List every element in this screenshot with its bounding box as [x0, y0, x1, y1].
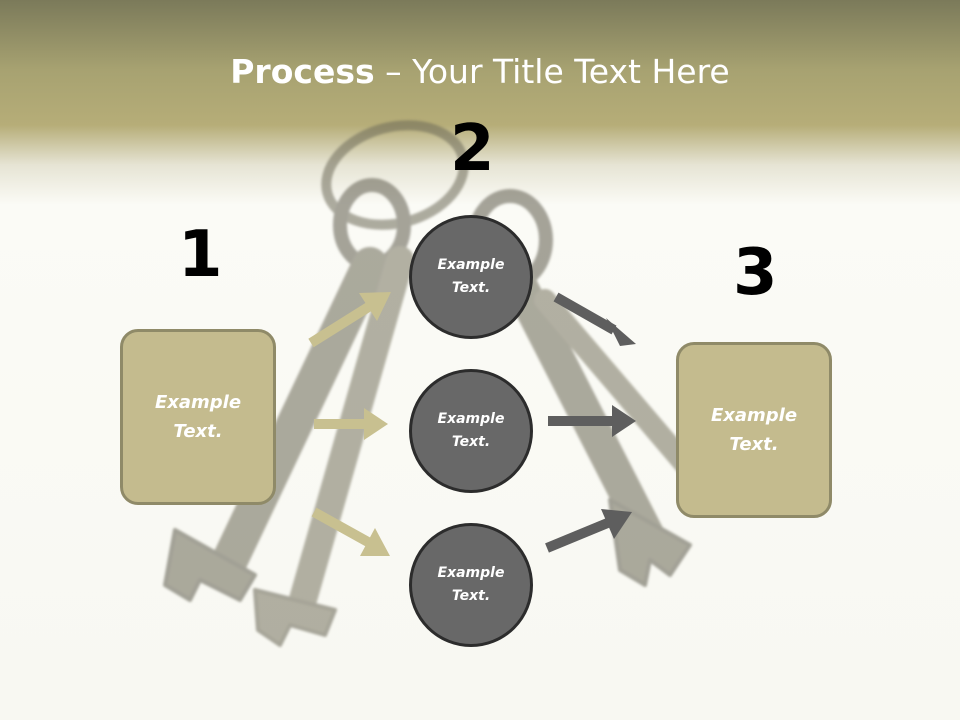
arrow-bottom-to-right [545, 509, 632, 553]
arrow-top-to-right [553, 292, 636, 346]
step-number-1: 1 [178, 218, 223, 292]
left-text-box: Example Text. [120, 329, 276, 505]
title-rest: – Your Title Text Here [374, 52, 730, 91]
arrow-left-to-bottom [311, 507, 390, 556]
step-number-3: 3 [733, 236, 778, 310]
circle-bottom: Example Text. [409, 523, 533, 647]
circle-top: Example Text. [409, 215, 533, 339]
arrow-left-to-middle [314, 408, 388, 440]
arrow-middle-to-right [548, 405, 636, 437]
circle-middle: Example Text. [409, 369, 533, 493]
slide-title: Process – Your Title Text Here [0, 52, 960, 91]
right-text-box: Example Text. [676, 342, 832, 518]
arrow-left-to-top [308, 292, 391, 348]
title-bold: Process [230, 52, 375, 91]
step-number-2: 2 [450, 112, 495, 186]
